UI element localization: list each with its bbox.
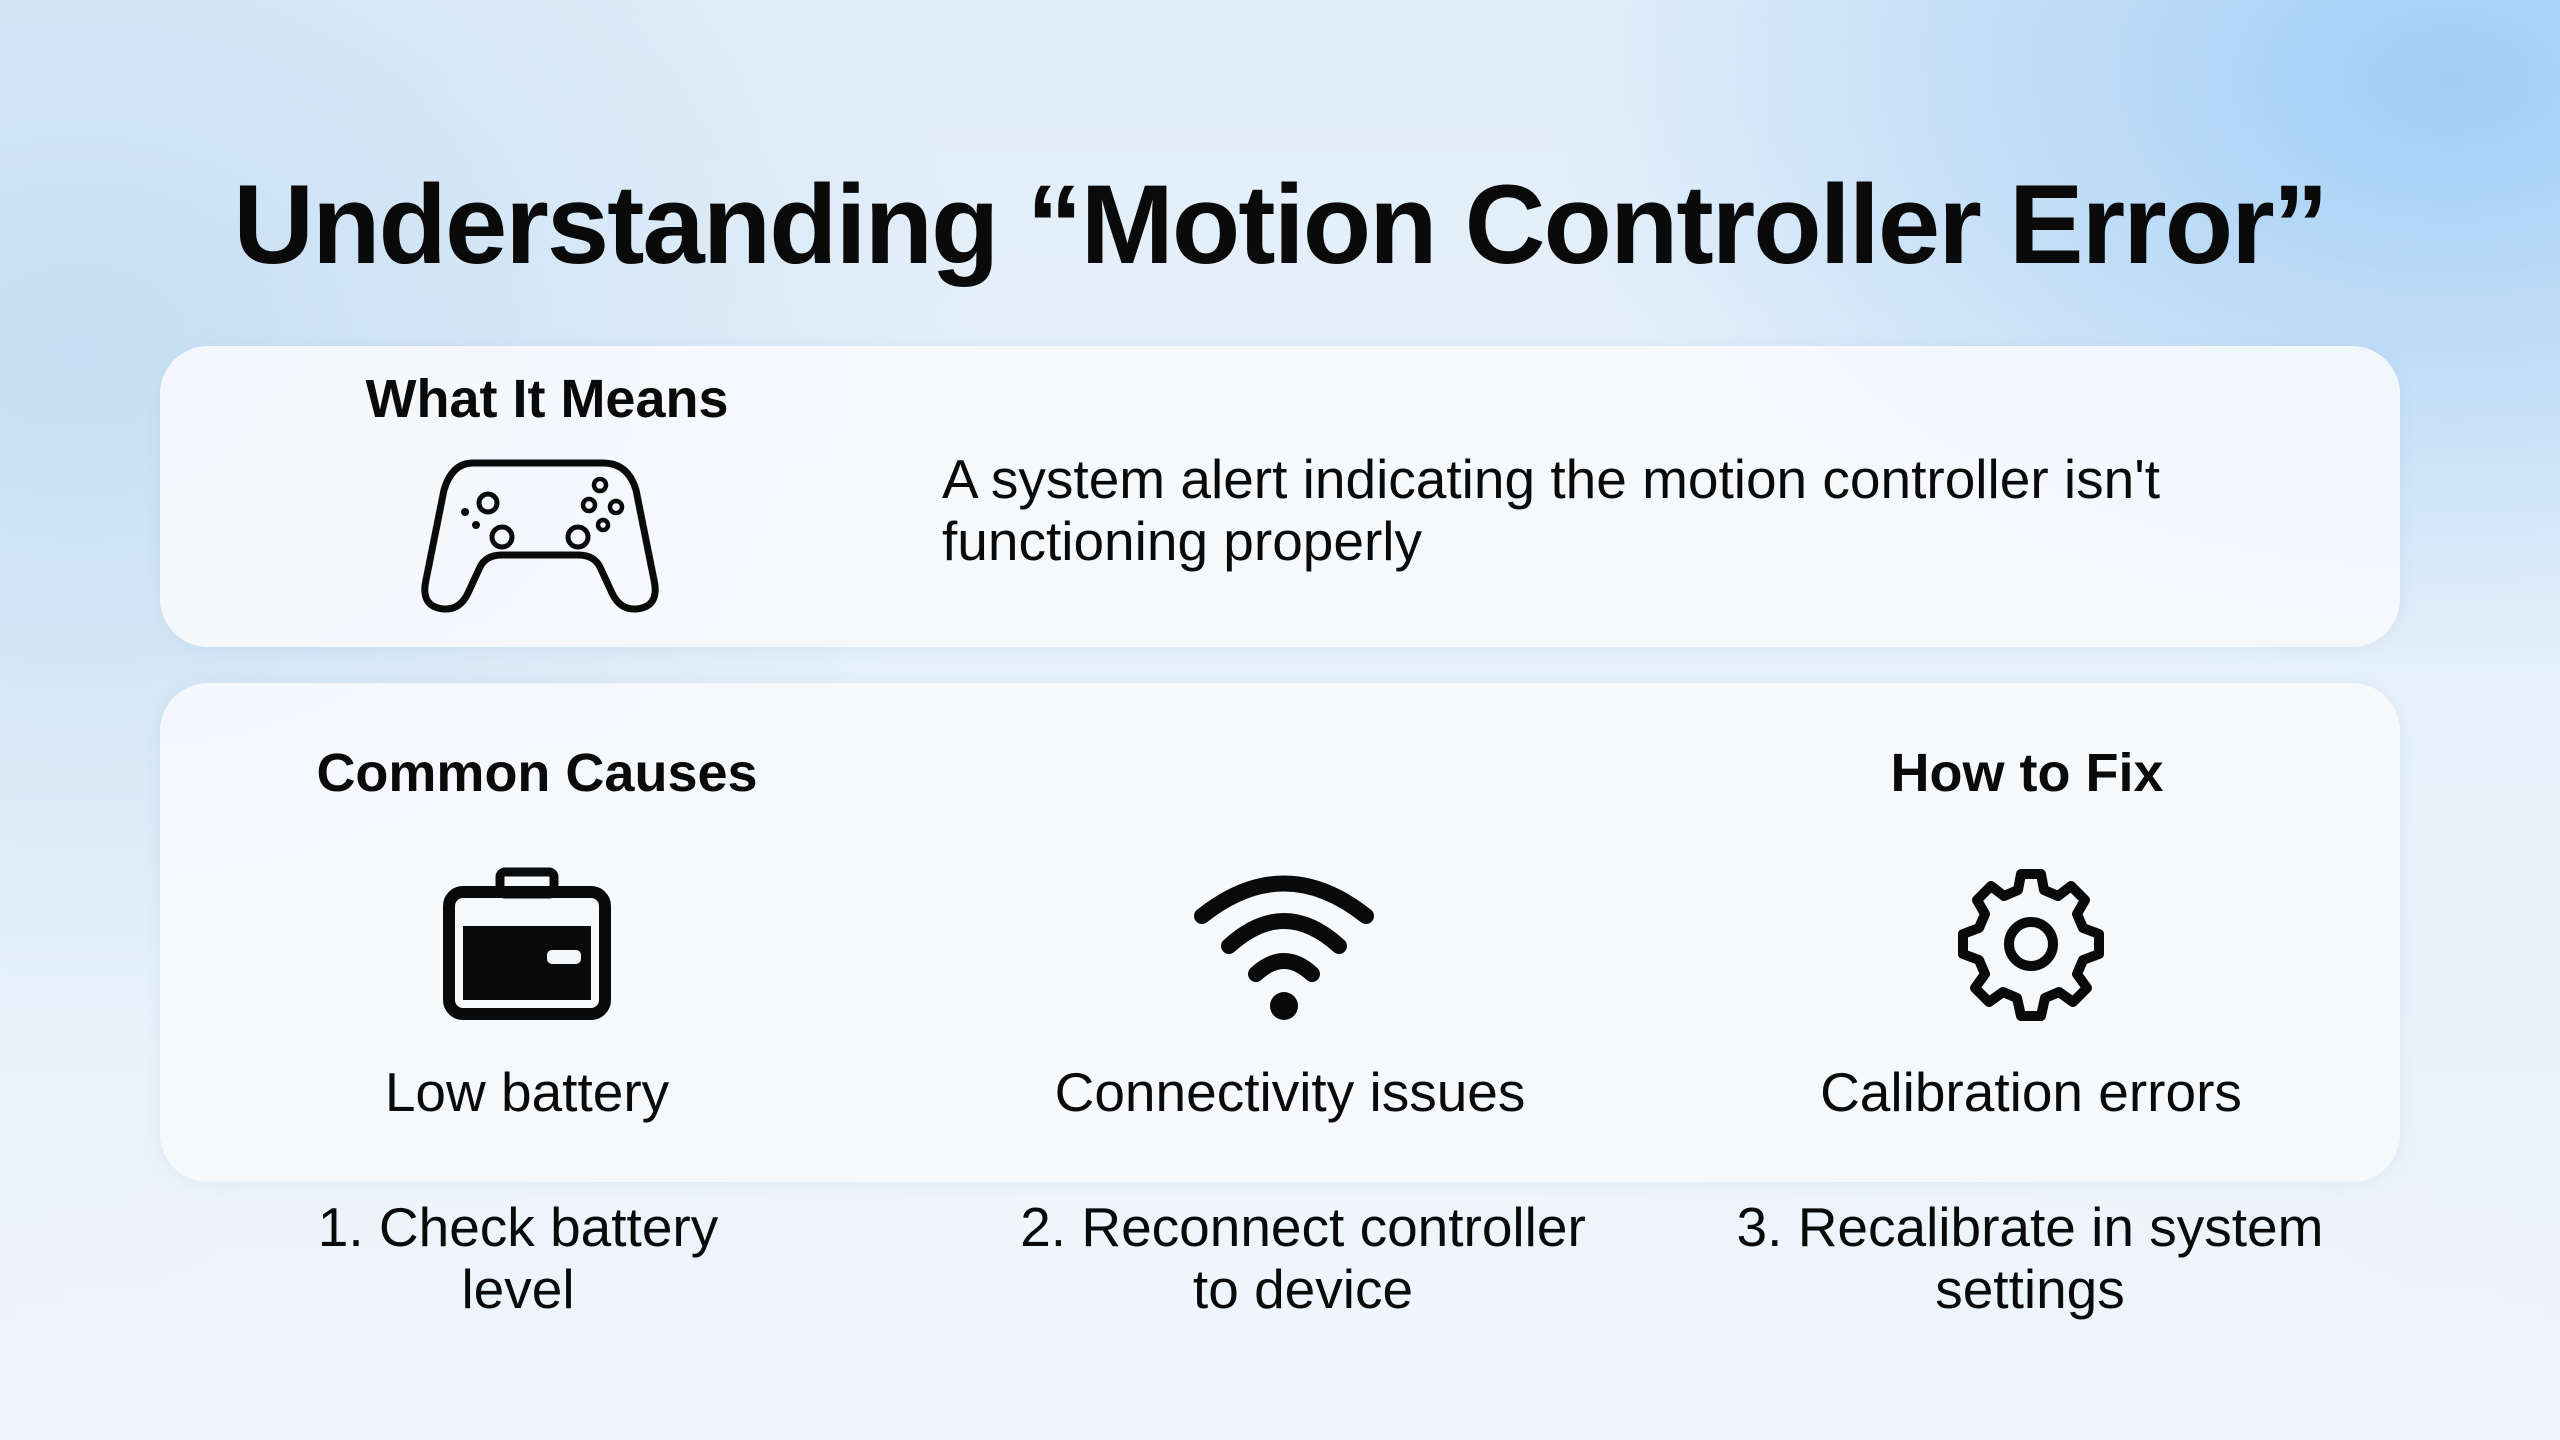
- description-line: A system alert indicating the motion con…: [942, 448, 2161, 510]
- battery-icon: [443, 867, 611, 1020]
- fix-step-line: level: [461, 1258, 575, 1320]
- gear-icon: [1958, 869, 2104, 1021]
- fix-step-1: 1. Check battery level: [168, 1196, 868, 1320]
- common-causes-heading: Common Causes: [316, 743, 758, 803]
- page-title: Understanding “Motion Controller Error”: [233, 162, 2329, 287]
- fix-step-line: 2. Reconnect controller: [1020, 1196, 1586, 1258]
- fix-step-line: settings: [1935, 1258, 2125, 1320]
- cause-label-calibration: Calibration errors: [1820, 1061, 2242, 1123]
- what-it-means-card: [160, 346, 2400, 647]
- cause-label-connectivity: Connectivity issues: [1054, 1061, 1526, 1123]
- how-to-fix-heading: How to Fix: [1890, 743, 2164, 803]
- fix-step-3: 3. Recalibrate in system settings: [1680, 1196, 2380, 1320]
- cause-label-low-battery: Low battery: [384, 1061, 670, 1123]
- fix-step-2: 2. Reconnect controller to device: [953, 1196, 1653, 1320]
- fix-step-line: 1. Check battery: [317, 1196, 719, 1258]
- fix-step-line: 3. Recalibrate in system: [1736, 1196, 2324, 1258]
- description-line: functioning properly: [942, 510, 1423, 572]
- fix-step-line: to device: [1192, 1258, 1414, 1320]
- what-it-means-heading: What It Means: [365, 369, 729, 429]
- meaning-description: A system alert indicating the motion con…: [942, 448, 2160, 572]
- gamepad-icon: [421, 459, 659, 613]
- wifi-icon: [1194, 875, 1374, 1020]
